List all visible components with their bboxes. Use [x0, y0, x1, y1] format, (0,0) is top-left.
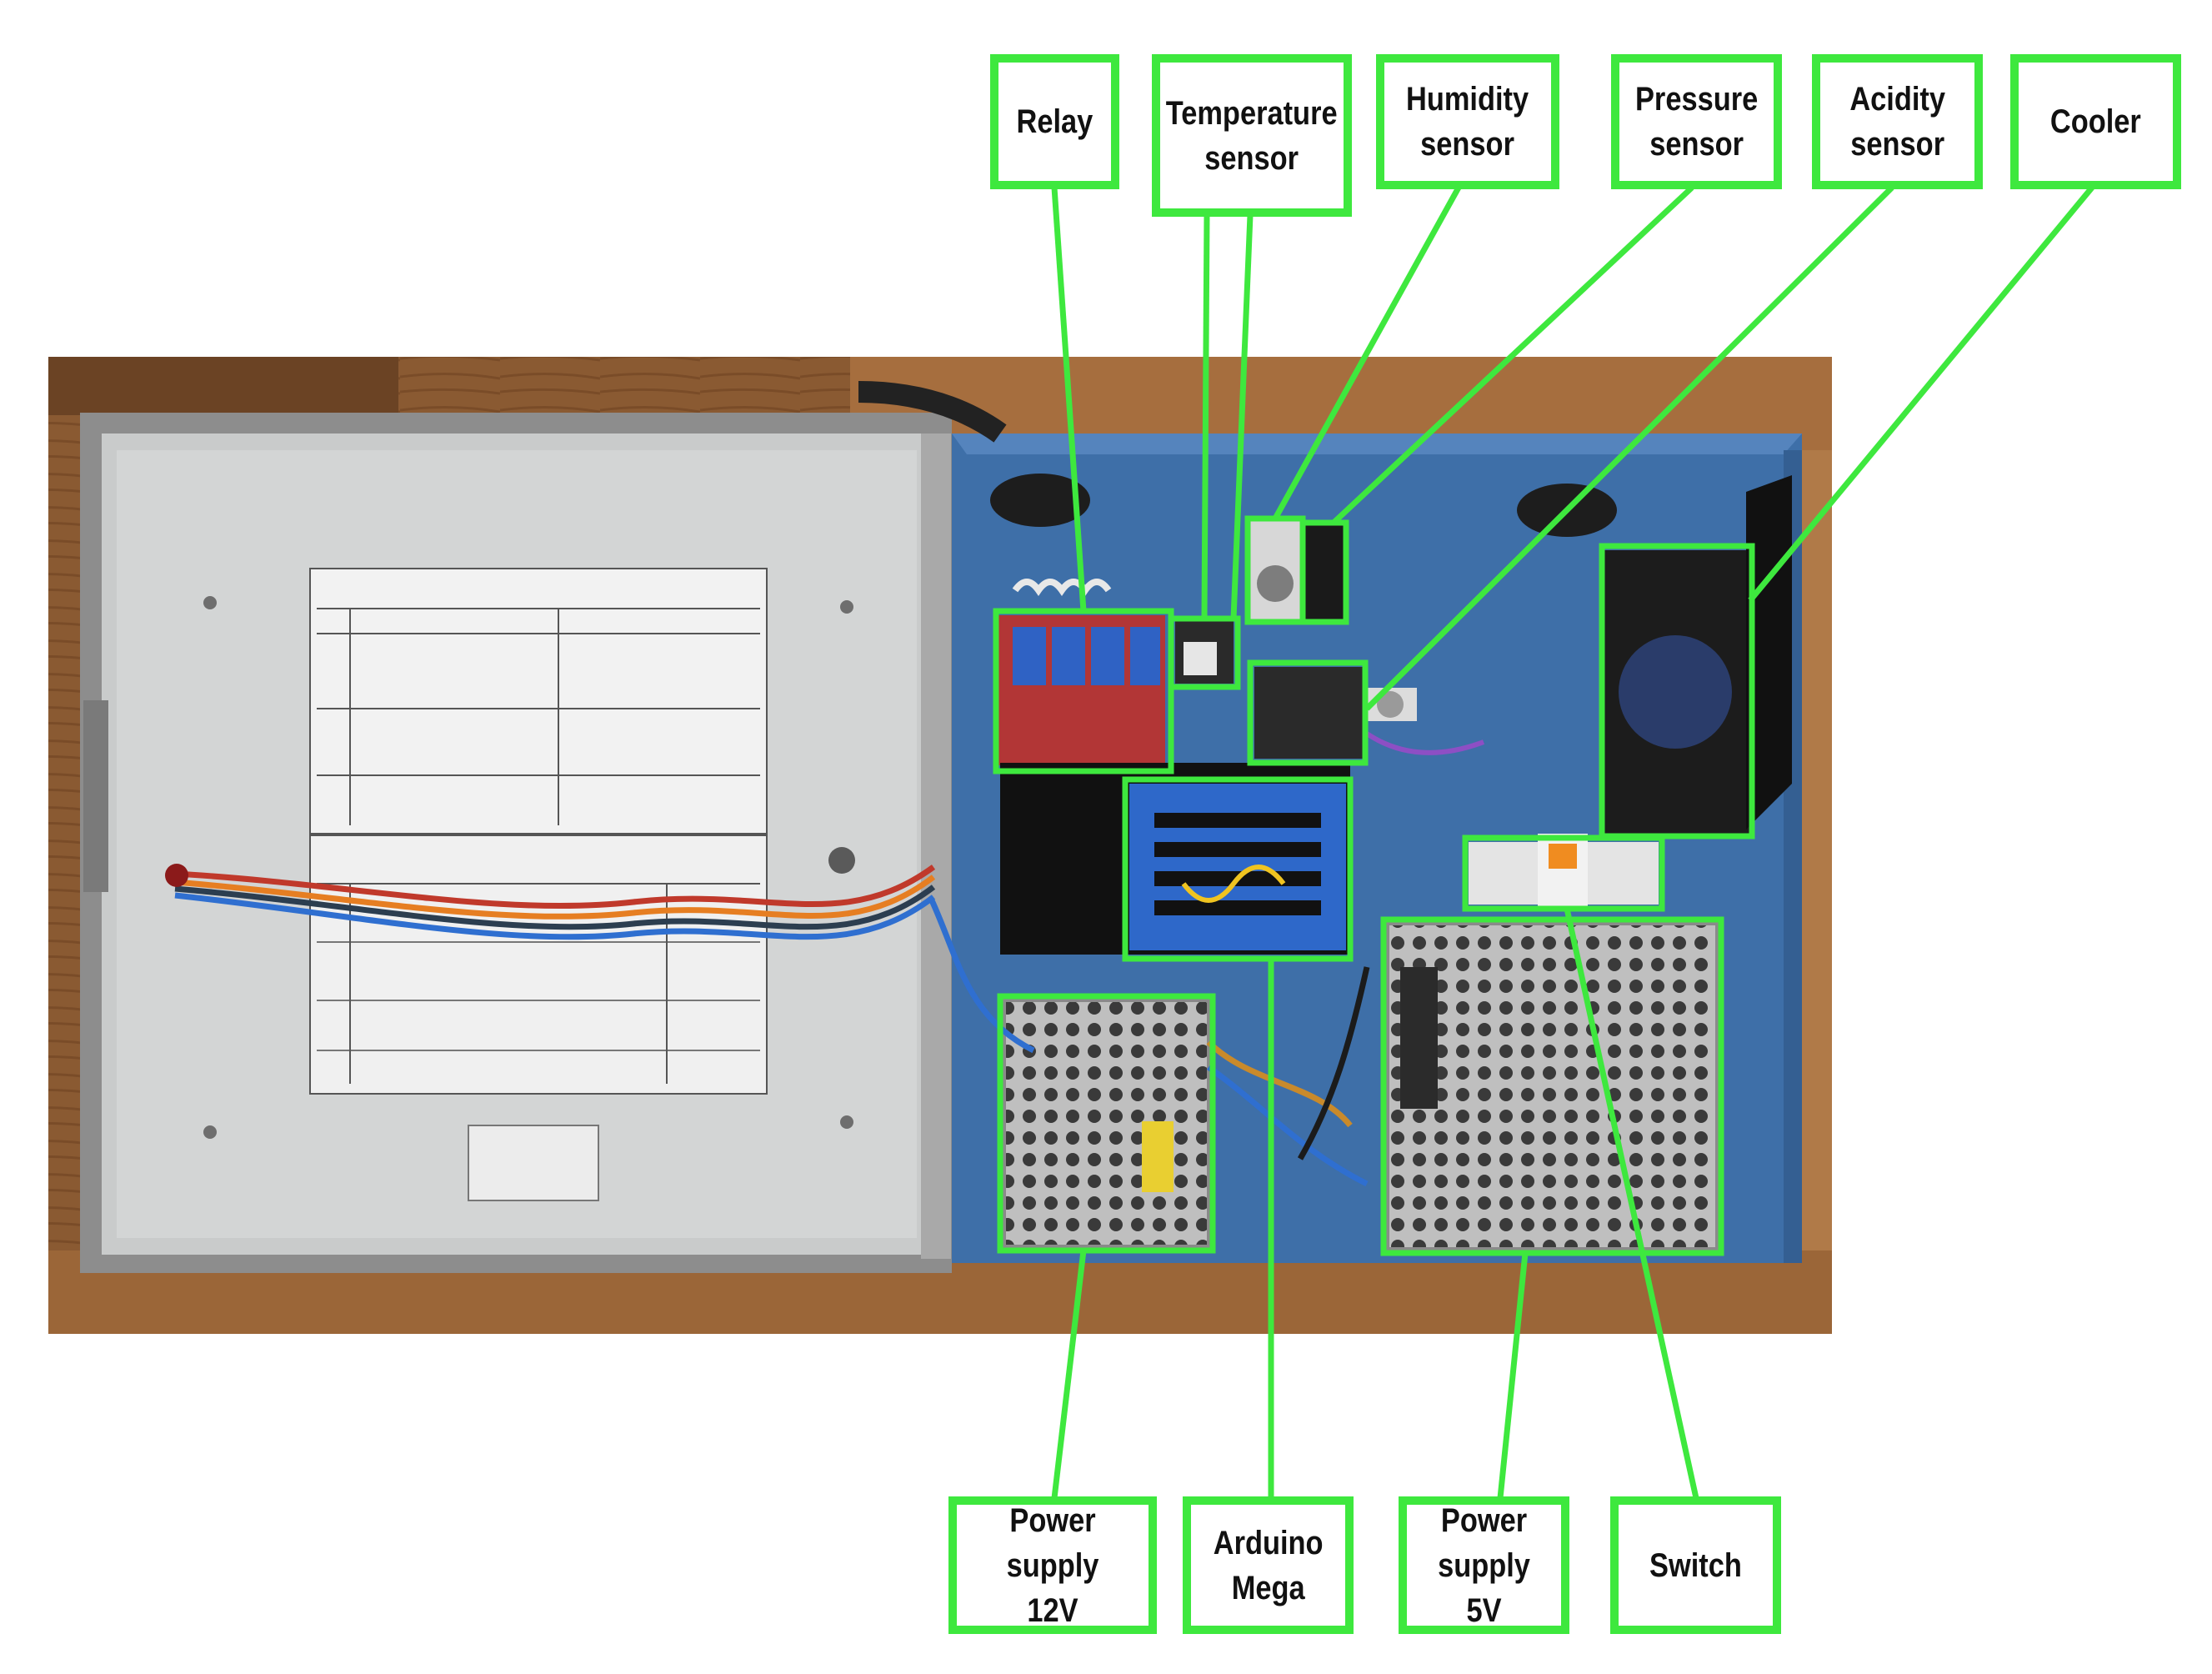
cooler-highlight: [1599, 543, 1755, 840]
pressure-sensor-highlight: [1299, 519, 1349, 625]
cooler-fan: [1604, 475, 1792, 834]
sensor-modules: [1175, 521, 1417, 759]
label-switch-text: Switch: [1649, 1546, 1742, 1584]
label-pressure-sensor-text: Pressure sensor: [1634, 81, 1759, 163]
label-relay-text: Relay: [1016, 103, 1093, 140]
power-supply-12v-highlight: [997, 993, 1216, 1254]
label-power-supply-5v: Power supply 5V: [1399, 1496, 1569, 1634]
label-arduino-mega-text: Arduino Mega: [1213, 1524, 1324, 1606]
acidity-sensor-highlight: [1247, 659, 1369, 766]
label-power-supply-12v-text: Power supply 12V: [1006, 1501, 1099, 1629]
label-acidity-sensor: Acidity sensor: [1812, 54, 1983, 189]
label-cooler: Cooler: [2010, 54, 2181, 189]
label-relay: Relay: [990, 54, 1119, 189]
power-supply-5v-highlight: [1380, 916, 1724, 1256]
label-cooler-text: Cooler: [2050, 103, 2141, 140]
label-acidity-sensor-text: Acidity sensor: [1849, 81, 1945, 163]
switch-highlight: [1462, 834, 1665, 912]
label-pressure-sensor: Pressure sensor: [1611, 54, 1782, 189]
label-temperature-sensor: Temperature sensor: [1152, 54, 1352, 217]
label-temperature-sensor-text: Temperature sensor: [1166, 94, 1338, 177]
label-arduino-mega: Arduino Mega: [1183, 1496, 1354, 1634]
power-supply-12v-unit: [1003, 999, 1210, 1248]
label-switch: Switch: [1610, 1496, 1781, 1634]
annotation-overlay: [993, 185, 2094, 1499]
switch-unit: [1469, 834, 1659, 909]
label-humidity-sensor: Humidity sensor: [1376, 54, 1559, 189]
enclosure-wiring: [928, 899, 1370, 1187]
label-power-supply-5v-text: Power supply 5V: [1438, 1501, 1530, 1629]
label-humidity-sensor-text: Humidity sensor: [1406, 81, 1529, 163]
power-supply-5v-unit: [1386, 922, 1719, 1250]
relay-board: [998, 579, 1165, 765]
arduino-mega-highlight: [1122, 776, 1354, 962]
label-power-supply-12v: Power supply 12V: [948, 1496, 1157, 1634]
arduino-board: [1000, 731, 1485, 955]
door-paper-charts: [309, 568, 768, 1201]
door-wiring: [165, 847, 936, 940]
